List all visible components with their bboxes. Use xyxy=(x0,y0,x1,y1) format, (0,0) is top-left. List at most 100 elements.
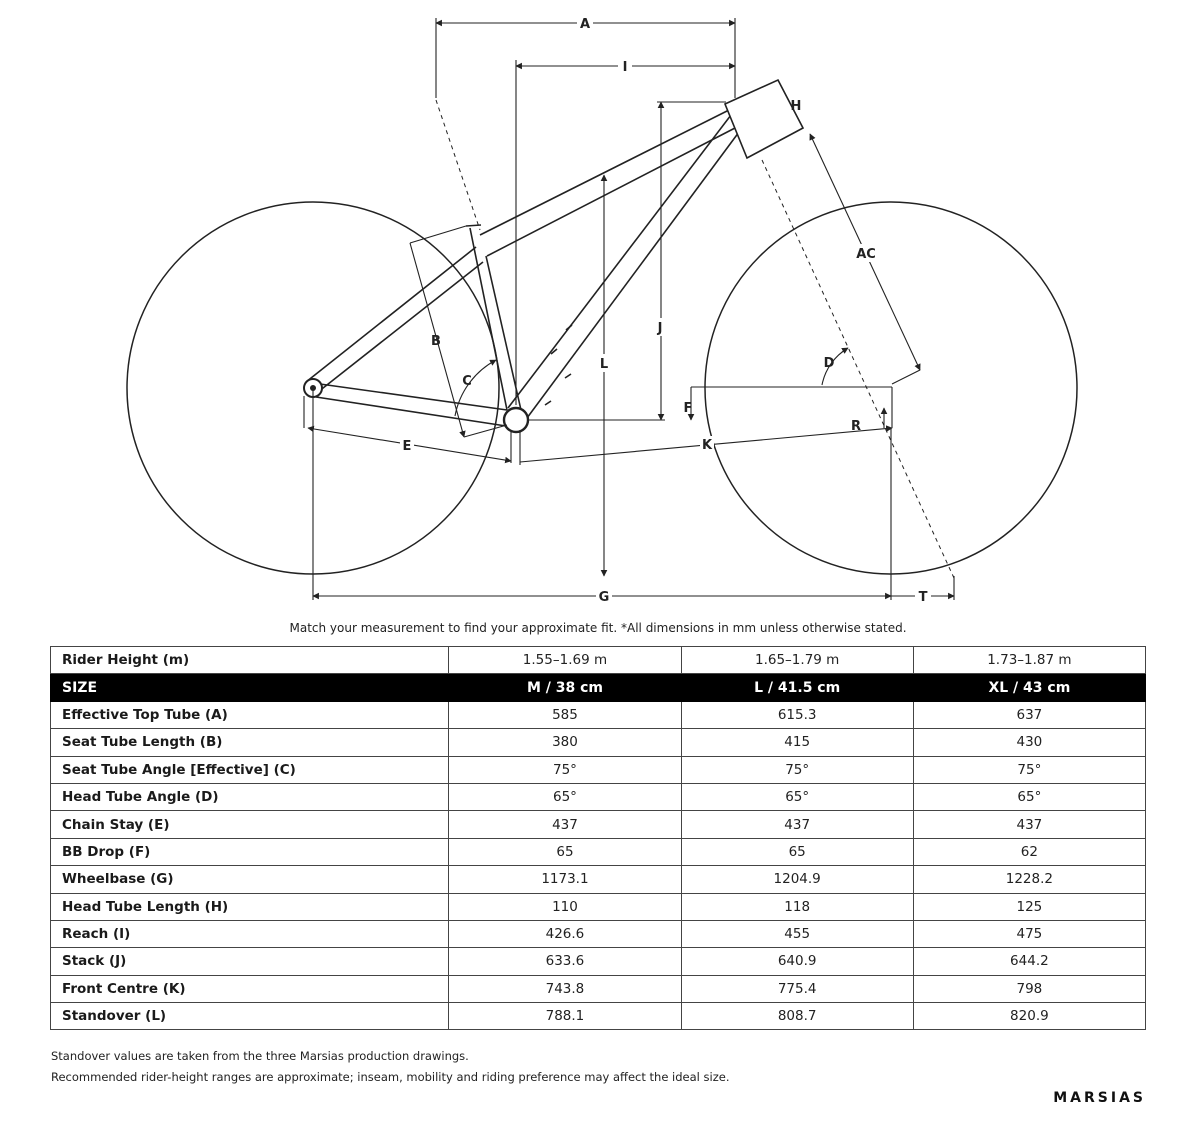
top-tube xyxy=(479,109,736,257)
chain-stay xyxy=(315,383,508,427)
table-cell: 1.65–1.79 m xyxy=(680,645,914,675)
table-cell: 415 xyxy=(680,728,914,757)
table-cell: 820.9 xyxy=(912,1002,1147,1031)
brand-logo: MARSIAS xyxy=(1053,1090,1146,1106)
table-cell: 475 xyxy=(912,919,1147,949)
table-cell: 1228.2 xyxy=(912,865,1147,894)
label-h: H xyxy=(791,99,802,114)
table-cell: 644.2 xyxy=(912,947,1147,976)
table-cell: XL / 43 cm xyxy=(912,673,1147,702)
row-label: Head Tube Angle (D) xyxy=(49,782,450,812)
bottle-bosses xyxy=(544,324,573,406)
down-tube xyxy=(507,114,740,419)
bike-geometry-diagram: A I H AC B C D J L F R K E G T xyxy=(126,14,1078,605)
label-g: G xyxy=(599,590,610,605)
row-label: Head Tube Length (H) xyxy=(49,892,450,921)
table-cell: 637 xyxy=(912,700,1147,730)
row-label: Chain Stay (E) xyxy=(49,810,450,839)
row-label: Effective Top Tube (A) xyxy=(49,700,450,730)
table-cell: 437 xyxy=(912,810,1147,839)
row-label: Rider Height (m) xyxy=(49,645,450,675)
table-cell: 455 xyxy=(680,919,914,949)
row-label: SIZE xyxy=(49,673,450,702)
label-f: F xyxy=(684,401,693,416)
table-cell: 585 xyxy=(448,700,682,730)
table-cell: 118 xyxy=(680,892,914,921)
table-cell: 640.9 xyxy=(680,947,914,976)
table-cell: 426.6 xyxy=(448,919,682,949)
dimension-lines xyxy=(303,18,955,600)
table-cell: 380 xyxy=(448,728,682,757)
label-a: A xyxy=(580,17,590,32)
table-cell: M / 38 cm xyxy=(448,673,682,702)
table-cell: 75° xyxy=(448,755,682,784)
label-r: R xyxy=(851,419,861,434)
table-cell: 430 xyxy=(912,728,1147,757)
label-e: E xyxy=(403,439,412,454)
row-label: Seat Tube Angle [Effective] (C) xyxy=(49,755,450,784)
table-cell: 808.7 xyxy=(680,1002,914,1031)
table-cell: 125 xyxy=(912,892,1147,921)
table-cell: 775.4 xyxy=(680,974,914,1004)
table-cell: 1204.9 xyxy=(680,865,914,894)
table-cell: 437 xyxy=(448,810,682,839)
table-cell: 743.8 xyxy=(448,974,682,1004)
table-cell: L / 41.5 cm xyxy=(680,673,914,702)
table-cell: 798 xyxy=(912,974,1147,1004)
head-tube xyxy=(723,78,805,160)
diagram-labels: A I H AC B C D J L F R K E G T xyxy=(400,14,931,605)
row-label: Wheelbase (G) xyxy=(49,865,450,894)
table-cell: 75° xyxy=(912,755,1147,784)
label-l: L xyxy=(600,357,608,372)
table-row: Head Tube Angle (D)65°65°65° xyxy=(49,782,1147,812)
seat-tube xyxy=(465,224,522,411)
table-cell: 1.73–1.87 m xyxy=(912,645,1147,675)
table-cell: 110 xyxy=(448,892,682,921)
table-cell: 437 xyxy=(680,810,914,839)
construction-lines xyxy=(435,99,955,579)
table-cell: 633.6 xyxy=(448,947,682,976)
label-ac: AC xyxy=(856,247,876,262)
label-j: J xyxy=(657,321,663,336)
table-cell: 615.3 xyxy=(680,700,914,730)
table-cell: 1.55–1.69 m xyxy=(448,645,682,675)
table-cell: 65° xyxy=(912,782,1147,812)
table-cell: 65° xyxy=(680,782,914,812)
row-label: Standover (L) xyxy=(49,1002,450,1031)
table-cell: 788.1 xyxy=(448,1002,682,1031)
label-c: C xyxy=(462,374,472,389)
table-cell: 65 xyxy=(680,837,914,867)
footnote-standover: Standover values are taken from the thre… xyxy=(51,1049,469,1063)
table-cell: 75° xyxy=(680,755,914,784)
label-d: D xyxy=(824,356,835,371)
row-label: Stack (J) xyxy=(49,947,450,976)
row-label: BB Drop (F) xyxy=(49,837,450,867)
footnote-rider-height: Recommended rider-height ranges are appr… xyxy=(51,1070,730,1084)
row-label: Seat Tube Length (B) xyxy=(49,728,450,757)
label-i: I xyxy=(623,60,628,75)
fit-caption: Match your measurement to find your appr… xyxy=(289,621,907,635)
table-cell: 1173.1 xyxy=(448,865,682,894)
bottom-bracket xyxy=(502,406,530,434)
label-k: K xyxy=(702,438,713,453)
table-row: Seat Tube Angle [Effective] (C)75°75°75° xyxy=(49,755,1147,784)
label-b: B xyxy=(431,334,441,349)
seat-stay xyxy=(305,246,484,393)
rear-axle xyxy=(310,385,316,391)
table-cell: 62 xyxy=(912,837,1147,867)
label-t: T xyxy=(919,590,928,605)
